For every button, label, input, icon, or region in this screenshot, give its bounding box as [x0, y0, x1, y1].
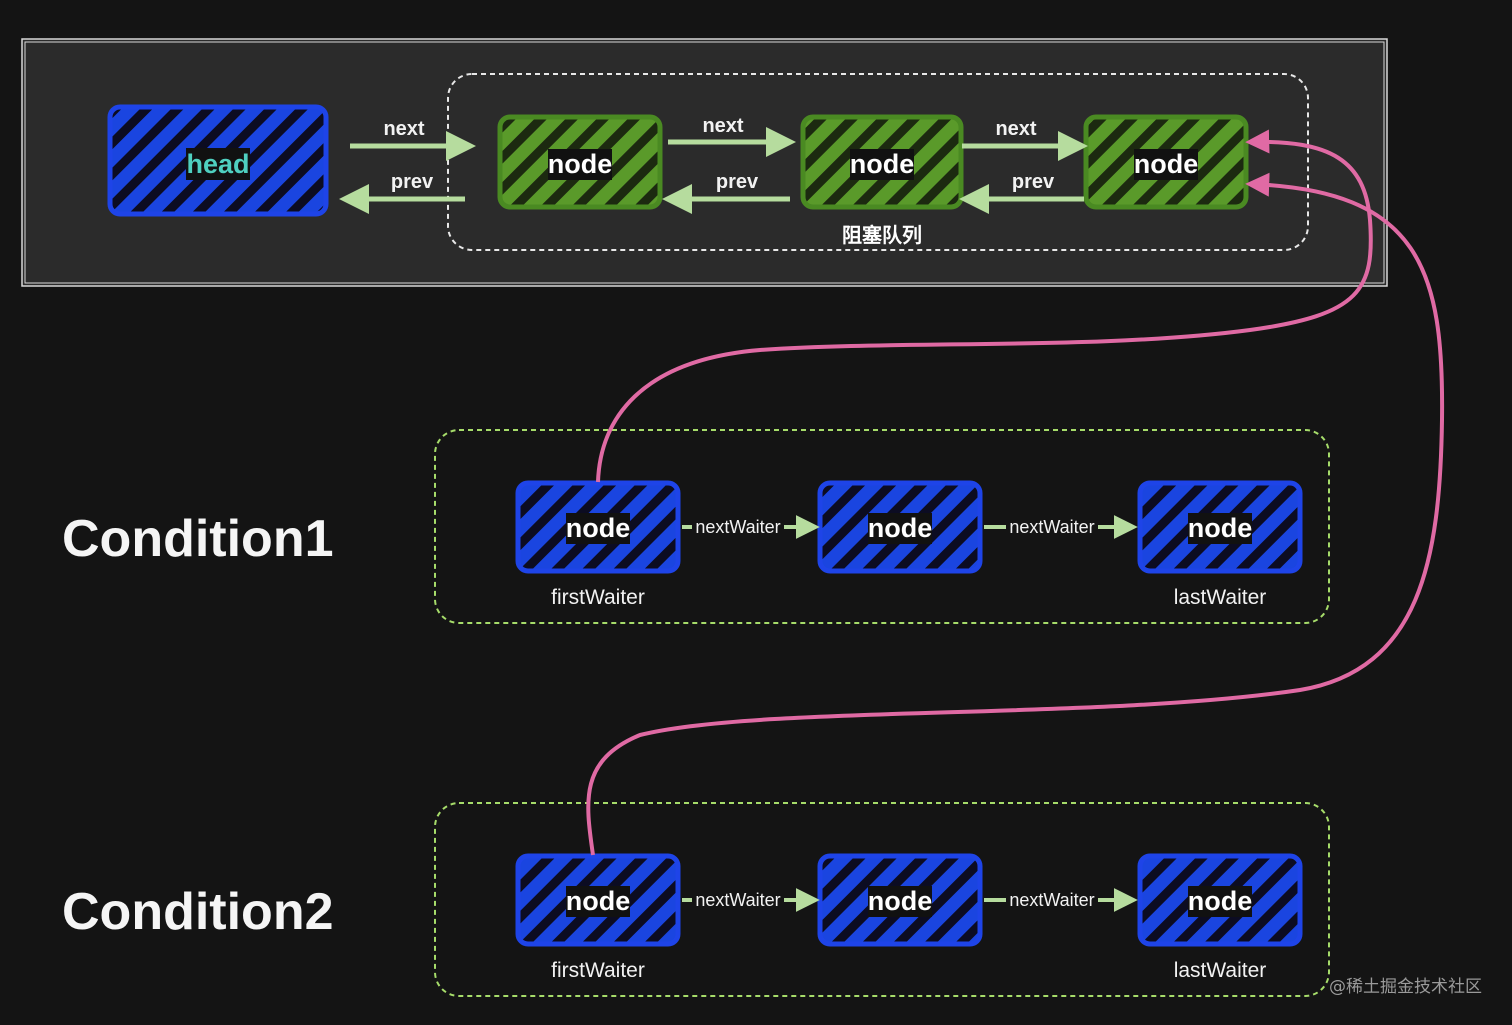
- condition2-node-middle: node: [817, 853, 983, 947]
- condition2-node-last: node: [1137, 853, 1303, 947]
- head-label: head: [186, 149, 249, 179]
- transfer-curve-condition1: [596, 129, 1373, 483]
- condition2-title: Condition2: [62, 883, 334, 941]
- next-label: next: [383, 118, 424, 140]
- node-label: node: [868, 513, 933, 543]
- node-label: node: [566, 513, 631, 543]
- next-waiter-label: nextWaiter: [1009, 890, 1094, 910]
- blocking-queue-group: [447, 73, 1309, 251]
- prev-label: prev: [1012, 171, 1055, 193]
- sync-node-1: node: [497, 114, 663, 210]
- node-label: node: [566, 886, 631, 916]
- sync-node-2: node: [800, 114, 964, 210]
- head-node: head: [107, 104, 329, 217]
- node-label: node: [1188, 513, 1253, 543]
- node-label: node: [868, 886, 933, 916]
- next-waiter-label: nextWaiter: [1009, 517, 1094, 537]
- prev-label: prev: [391, 171, 434, 193]
- condition1-node-first: node: [515, 480, 681, 574]
- prev-label: prev: [716, 171, 759, 193]
- next-label: next: [995, 118, 1036, 140]
- sync-node-label: node: [548, 149, 613, 179]
- first-waiter-label: firstWaiter: [551, 586, 645, 609]
- first-waiter-label: firstWaiter: [551, 959, 645, 982]
- last-waiter-label: lastWaiter: [1174, 959, 1267, 982]
- next-waiter-label: nextWaiter: [695, 890, 780, 910]
- last-waiter-label: lastWaiter: [1174, 586, 1267, 609]
- node-label: node: [1188, 886, 1253, 916]
- condition1-node-last: node: [1137, 480, 1303, 574]
- condition2-node-first: node: [515, 853, 681, 947]
- next-waiter-label: nextWaiter: [695, 517, 780, 537]
- condition1-group: [434, 429, 1330, 624]
- condition1-title: Condition1: [62, 510, 334, 568]
- sync-node-label: node: [850, 149, 915, 179]
- sync-arrows: [339, 127, 1088, 214]
- watermark: @稀土掘金技术社区: [1329, 977, 1482, 997]
- condition1-node-middle: node: [817, 480, 983, 574]
- next-label: next: [702, 115, 743, 137]
- condition2-group: [434, 802, 1330, 997]
- sync-node-3: node: [1083, 114, 1249, 210]
- transfer-curve-condition2: [586, 172, 1445, 856]
- blocking-queue-label: 阻塞队列: [842, 223, 922, 247]
- sync-node-label: node: [1134, 149, 1199, 179]
